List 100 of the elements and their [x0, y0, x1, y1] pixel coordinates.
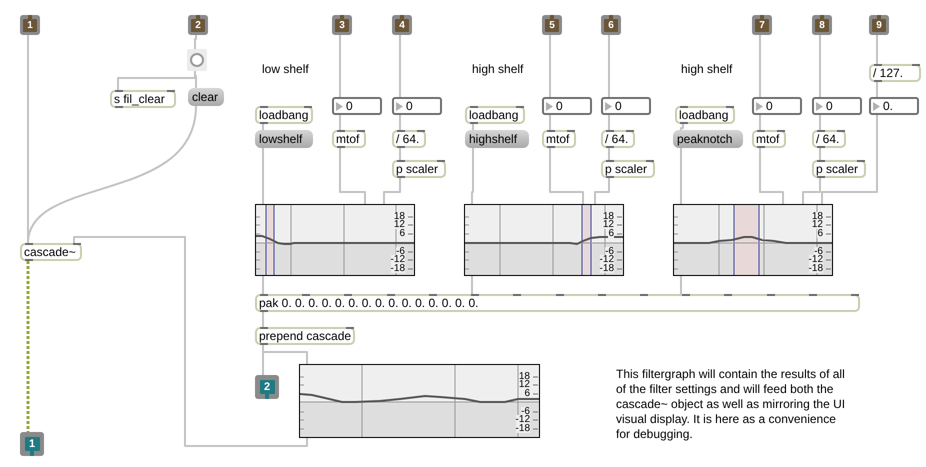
- number-box: [332, 97, 382, 115]
- tick-label: -6: [814, 247, 823, 256]
- patch-cord: [680, 124, 684, 130]
- patch-cord: [471, 148, 474, 204]
- patch-cord: [339, 115, 341, 130]
- tick-label: -12: [516, 415, 530, 424]
- tick-label: -18: [600, 264, 614, 273]
- inlet-box: [188, 15, 208, 35]
- number-value: 0: [346, 99, 353, 113]
- object-box: p scaler: [812, 160, 866, 178]
- object-box: mtof: [752, 130, 786, 148]
- patch-cord: [819, 148, 821, 160]
- inlet-box: [812, 15, 832, 35]
- section-label: low shelf: [262, 61, 309, 78]
- comment-text: This filtergraph will contain the results of all of the filter settings and will feed both the cascade~ object as well as mirroring the UI visual display. It is here as a convenience for debugging.: [616, 367, 846, 442]
- object-box: s fil_clear: [110, 90, 176, 108]
- tick-label: 12: [812, 220, 823, 229]
- patch-cord: [802, 178, 821, 204]
- patch-cord: [73, 236, 308, 447]
- tick-label: -6: [396, 247, 405, 256]
- patch-cord: [194, 35, 197, 49]
- patch-cord: [472, 124, 474, 130]
- patch-cord: [262, 148, 264, 204]
- patch-cord: [819, 35, 821, 97]
- tick-label: 6: [524, 389, 530, 398]
- inlet-box: [392, 15, 412, 35]
- section-label: high shelf: [472, 61, 524, 78]
- patch-cord: [262, 312, 264, 327]
- number-box: [542, 97, 592, 115]
- patch-cord: [262, 276, 264, 294]
- patch-cord: [262, 124, 264, 130]
- inlet-number: 9: [872, 18, 886, 32]
- object-box: prepend cascade: [255, 327, 355, 345]
- patch-cord: [759, 115, 761, 130]
- number-box: [869, 97, 919, 115]
- inlet-number: 2: [191, 18, 205, 32]
- object-box: pak 0. 0. 0. 0. 0. 0. 0. 0. 0. 0. 0. 0. 0. 0. 0.: [255, 294, 860, 312]
- message-box: lowshelf: [255, 130, 313, 148]
- inlet-number: 7: [755, 18, 769, 32]
- object-box: loadbang: [465, 106, 525, 124]
- inlet-number: 6: [604, 18, 618, 32]
- patch-cord: [876, 35, 878, 64]
- inlet-box: [542, 15, 562, 35]
- tick-label: 12: [602, 220, 614, 229]
- object-box: cascade~: [20, 243, 82, 261]
- inlet-number: 4: [395, 18, 409, 32]
- object-box: loadbang: [255, 106, 313, 124]
- number-box: [392, 97, 442, 115]
- tick-label: -12: [600, 255, 614, 264]
- tick-label: -18: [390, 264, 405, 273]
- message-box: highshelf: [465, 130, 529, 148]
- number-box: [812, 97, 862, 115]
- inlet-box: [601, 15, 621, 35]
- patch-cord: [680, 148, 682, 204]
- patch-cord: [759, 35, 761, 97]
- patch-cord: [819, 115, 821, 130]
- patch-cord: [549, 148, 584, 204]
- object-box: mtof: [542, 130, 576, 148]
- patch-cord: [194, 71, 197, 88]
- tick-label: 6: [399, 229, 405, 238]
- patch-cord: [608, 115, 610, 130]
- inlet-number: 5: [545, 18, 559, 32]
- inlet-box: [20, 15, 40, 35]
- tick-label: -18: [516, 424, 530, 433]
- patch-cord: [876, 82, 878, 97]
- inlet-number: 3: [335, 18, 349, 32]
- tick-label: 6: [608, 229, 614, 238]
- bang-button: [187, 49, 207, 71]
- patch-cord: [608, 35, 610, 97]
- outlet-number: 1: [24, 437, 40, 451]
- outlet-number: 2: [260, 380, 274, 394]
- object-box: loadbang: [675, 106, 735, 124]
- message-box: peaknotch: [673, 130, 743, 148]
- inlet-box: [869, 15, 889, 35]
- patch-cord: [27, 106, 197, 244]
- patch-cord: [759, 148, 784, 204]
- number-value: 0: [406, 99, 413, 113]
- patch-cord: [383, 178, 401, 204]
- patch-cord: [821, 115, 878, 204]
- tick-label: 18: [602, 212, 614, 221]
- inlet-number: 1: [23, 18, 37, 32]
- number-box: [752, 97, 802, 115]
- patch-cord: [608, 148, 610, 160]
- tick-label: 18: [394, 212, 405, 221]
- signal-patch-cord: [26, 261, 30, 432]
- inlet-box: [332, 15, 352, 35]
- object-box: / 64.: [601, 130, 635, 148]
- number-value: 0: [615, 99, 622, 113]
- object-box: p scaler: [392, 160, 446, 178]
- inlet-number: 8: [815, 18, 829, 32]
- object-box: / 127.: [869, 64, 921, 82]
- patch-cord: [339, 148, 366, 204]
- number-value: 0: [766, 99, 773, 113]
- patch-cord: [399, 115, 401, 130]
- outlet-box: [20, 432, 44, 456]
- patch-cord: [262, 345, 308, 364]
- object-box: p scaler: [601, 160, 655, 178]
- tick-label: -6: [605, 247, 614, 256]
- patch-cord: [594, 178, 610, 204]
- object-box: mtof: [332, 130, 366, 148]
